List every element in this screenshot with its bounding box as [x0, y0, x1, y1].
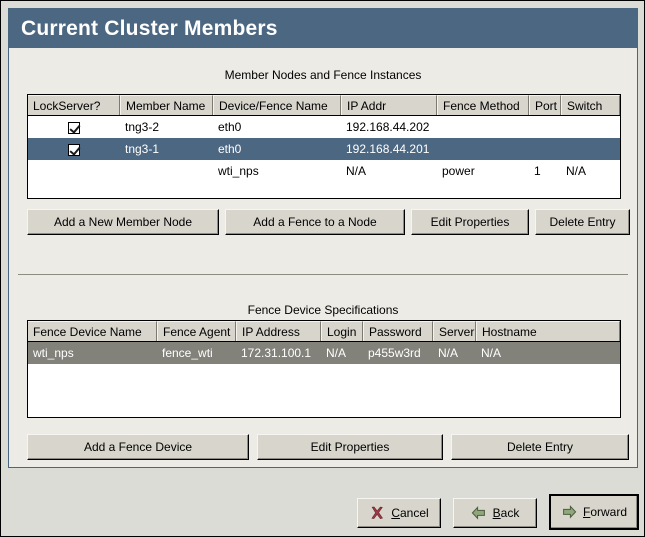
arrow-left-icon: [471, 505, 487, 521]
member-cell: [529, 116, 561, 138]
member-cell: N/A: [346, 164, 367, 178]
content-panel: Current Cluster Members Member Nodes and…: [8, 8, 638, 468]
cancel-button-label: Cancel: [391, 506, 429, 520]
member-cell: N/A: [566, 164, 587, 178]
member-column-header[interactable]: Member Name: [120, 95, 213, 115]
add-fence-device-button[interactable]: Add a Fence Device: [27, 434, 249, 460]
fence-column-header[interactable]: Fence Agent: [157, 321, 236, 341]
member-cell: 192.168.44.202: [346, 120, 430, 134]
member-table-body[interactable]: tng3-2 eth0 192.168.44.202 tng3-1 eth0 192.16…: [28, 116, 620, 182]
member-cell: [120, 160, 213, 182]
lockserver-checkbox[interactable]: [68, 143, 80, 156]
fence-column-header[interactable]: Login: [321, 321, 363, 341]
member-column-header[interactable]: IP Addr: [341, 95, 437, 115]
fence-cell: 172.31.100.1: [241, 346, 312, 360]
member-column-header[interactable]: Device/Fence Name: [213, 95, 341, 115]
member-cell: [28, 138, 120, 160]
member-cell: [529, 138, 561, 160]
member-cell: 1: [534, 164, 541, 178]
fence-cell: fence_wti: [162, 346, 213, 360]
section-divider: [18, 274, 628, 275]
lockserver-checkbox[interactable]: [68, 121, 80, 134]
back-button[interactable]: Back: [453, 498, 537, 528]
add-new-member-node-button[interactable]: Add a New Member Node: [27, 209, 219, 235]
fence-delete-entry-button[interactable]: Delete Entry: [451, 434, 629, 460]
member-cell: 192.168.44.201: [346, 142, 430, 156]
fence-column-header[interactable]: IP Address: [236, 321, 321, 341]
member-cell: tng3-2: [125, 120, 160, 134]
title-bar: Current Cluster Members: [9, 9, 637, 48]
member-column-header[interactable]: Switch: [561, 95, 620, 115]
member-column-header[interactable]: Fence Method: [437, 95, 529, 115]
fence-cell: p455w3rd: [368, 346, 421, 360]
cancel-x-icon: [369, 505, 385, 521]
forward-button-label: Forward: [582, 505, 628, 519]
member-cell: [561, 138, 620, 160]
member-section-caption: Member Nodes and Fence Instances: [224, 68, 422, 82]
table-row[interactable]: tng3-2 eth0 192.168.44.202: [28, 116, 620, 138]
member-cell: eth0: [218, 142, 242, 156]
member-cell: eth0: [218, 120, 242, 134]
member-cell: wti_nps: [218, 164, 259, 178]
forward-button[interactable]: Forward: [549, 494, 639, 530]
fence-column-header[interactable]: Password: [363, 321, 433, 341]
page-title: Current Cluster Members: [21, 17, 278, 40]
fence-edit-properties-button[interactable]: Edit Properties: [257, 434, 443, 460]
table-row[interactable]: tng3-1 eth0 192.168.44.201: [28, 138, 620, 160]
fence-column-header[interactable]: Fence Device Name: [28, 321, 157, 341]
member-edit-properties-button[interactable]: Edit Properties: [411, 209, 529, 235]
member-cell: [437, 116, 529, 138]
member-cell: [28, 116, 120, 138]
table-row[interactable]: wti_nps N/A power 1 N/A: [28, 160, 620, 182]
back-button-label: Back: [492, 506, 520, 520]
cancel-button[interactable]: Cancel: [357, 498, 441, 528]
fence-cell: N/A: [326, 346, 347, 360]
fence-cell: N/A: [481, 346, 502, 360]
member-column-header[interactable]: LockServer?: [28, 95, 120, 115]
member-column-header[interactable]: Port: [529, 95, 561, 115]
fence-cell: N/A: [438, 346, 459, 360]
member-cell: [28, 160, 120, 182]
fence-cell: wti_nps: [33, 346, 74, 360]
fence-section-caption: Fence Device Specifications: [247, 303, 399, 317]
table-row[interactable]: wti_nps fence_wti 172.31.100.1 N/A p455w3rd N…: [28, 342, 620, 364]
add-fence-to-node-button[interactable]: Add a Fence to a Node: [225, 209, 405, 235]
member-cell: power: [442, 164, 475, 178]
fence-column-header[interactable]: Hostname: [476, 321, 620, 341]
member-cell: [561, 116, 620, 138]
member-cell: [437, 138, 529, 160]
arrow-right-icon: [561, 504, 577, 520]
fence-column-header[interactable]: Server: [433, 321, 476, 341]
fence-table-body[interactable]: wti_nps fence_wti 172.31.100.1 N/A p455w3rd N…: [28, 342, 620, 364]
member-cell: tng3-1: [125, 142, 160, 156]
member-delete-entry-button[interactable]: Delete Entry: [535, 209, 630, 235]
